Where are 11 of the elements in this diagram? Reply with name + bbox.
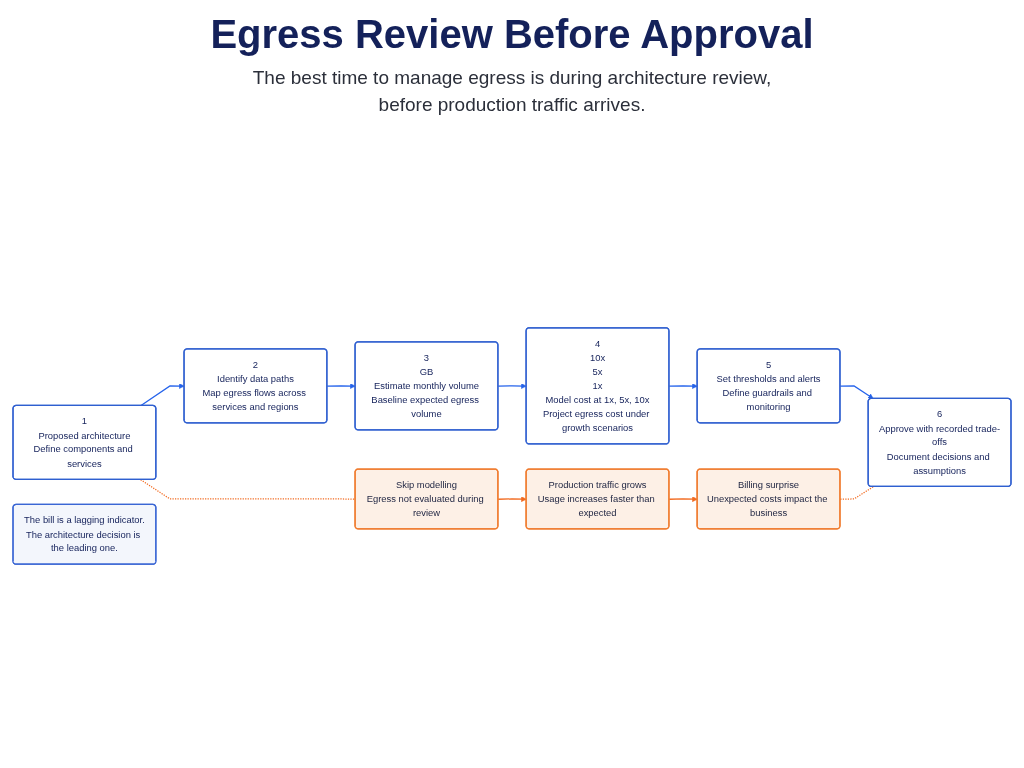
arrow — [668, 496, 698, 502]
connector — [140, 479, 356, 500]
arrow — [326, 383, 356, 389]
arrow — [497, 383, 527, 389]
connector — [839, 486, 874, 500]
subtitle-text: The best time to manage egress is during architecture review, before production traffic arrives. — [251, 66, 773, 117]
arrow — [839, 385, 874, 399]
arrow — [140, 383, 185, 407]
arrow — [497, 496, 527, 502]
arrow — [668, 383, 698, 389]
title: Egress Review Before Approval — [210, 12, 814, 57]
